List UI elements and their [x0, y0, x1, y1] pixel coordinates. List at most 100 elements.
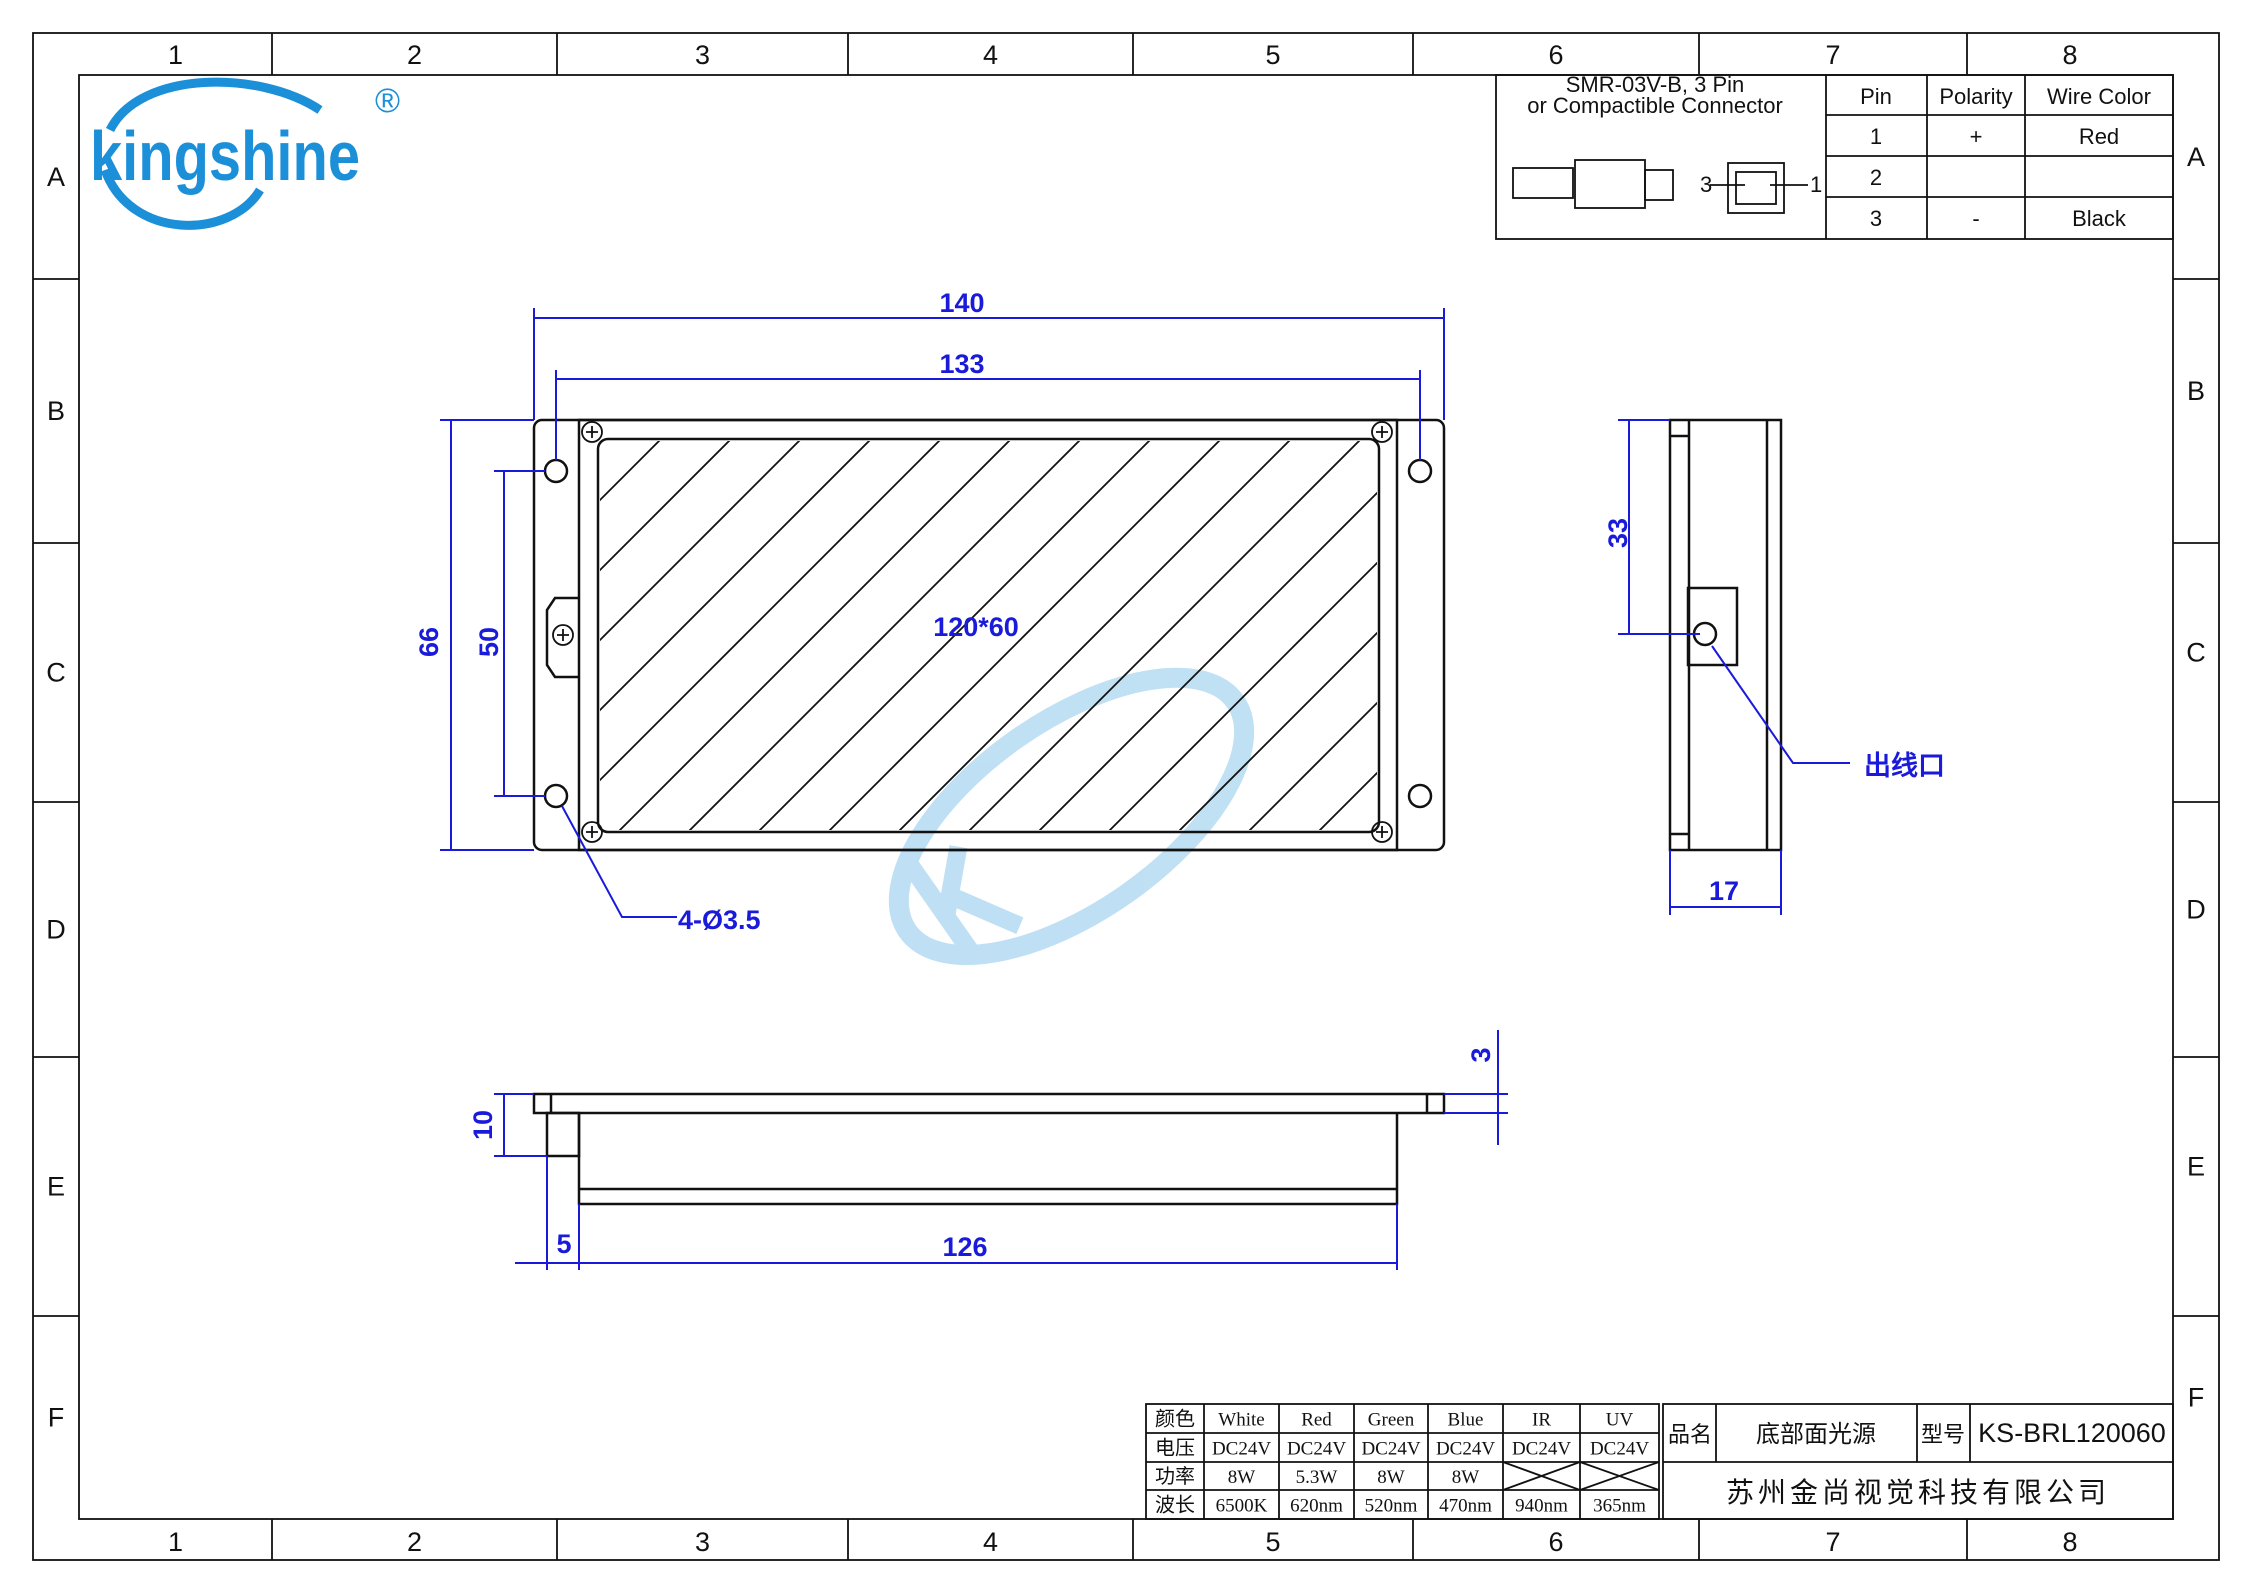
connector-cell: -	[1972, 206, 1979, 231]
mounting-hole	[543, 783, 569, 809]
spec-cell: 8W	[1377, 1467, 1405, 1488]
cable-outlet-label: 出线口	[1864, 751, 1945, 782]
model-number: KS-BRL120060	[1978, 1418, 2166, 1448]
dim-133: 133	[939, 349, 984, 379]
spec-cell: 620nm	[1290, 1496, 1343, 1517]
connector-name: SMR-03V-B, 3 Pin	[1566, 72, 1745, 97]
spec-cell: 470nm	[1439, 1496, 1492, 1517]
column-label: 4	[983, 40, 998, 70]
column-label: 7	[1825, 40, 1840, 70]
row-label: C	[2186, 638, 2206, 668]
screw-icon	[581, 821, 603, 843]
spec-row-label: 电压	[1155, 1436, 1195, 1460]
hatch-line	[600, 441, 872, 830]
column-label: 1	[168, 40, 183, 70]
spec-cell: White	[1218, 1410, 1264, 1431]
column-label: 3	[695, 1527, 710, 1557]
mounting-hole	[1407, 458, 1433, 484]
spec-cell: 520nm	[1365, 1496, 1418, 1517]
column-label: 1	[168, 1527, 183, 1557]
hatch-line	[897, 441, 1292, 830]
connector-cell: Black	[2072, 206, 2127, 231]
connector-side-icon	[1512, 159, 1674, 209]
side-view: 33 17 出线口	[1603, 418, 1945, 915]
column-label: 7	[1825, 1527, 1840, 1557]
hatch-line	[600, 441, 942, 830]
spec-cell: DC24V	[1512, 1439, 1571, 1460]
spec-row-label: 功率	[1155, 1464, 1195, 1488]
row-label: C	[46, 658, 66, 688]
screw-head	[581, 821, 603, 843]
front-view: 140 133 66 50 120*60 4-Ø3.5	[198, 288, 1781, 935]
screw-cross	[557, 629, 569, 641]
spec-cell: DC24V	[1361, 1439, 1420, 1460]
spec-cell: DC24V	[1590, 1439, 1649, 1460]
spec-cell: 365nm	[1593, 1496, 1646, 1517]
dim-140: 140	[939, 288, 984, 318]
connector-cell: 1	[1870, 124, 1882, 149]
spec-cell: IR	[1532, 1410, 1551, 1431]
connector-cell: 2	[1870, 165, 1882, 190]
dim-5: 5	[556, 1229, 571, 1259]
connector-cell: +	[1970, 124, 1983, 149]
dim-50: 50	[474, 627, 504, 657]
row-label: E	[47, 1172, 65, 1202]
hatch-line	[1037, 441, 1377, 830]
hatch-line	[1177, 441, 1377, 830]
emitting-area-label: 120*60	[933, 612, 1019, 642]
mounting-hole	[1407, 783, 1433, 809]
logo-text: kingshine	[90, 117, 360, 195]
connector-name-2: or Compactible Connector	[1527, 93, 1783, 118]
dim-126: 126	[942, 1232, 987, 1262]
hatch-line	[1247, 441, 1377, 830]
spec-cell: 5.3W	[1296, 1467, 1338, 1488]
dim-17: 17	[1709, 876, 1739, 906]
spec-cell: DC24V	[1212, 1439, 1271, 1460]
spec-cell: 8W	[1452, 1467, 1480, 1488]
spec-cell: 6500K	[1216, 1496, 1268, 1517]
column-label: 8	[2062, 40, 2077, 70]
screw-cross	[586, 426, 598, 438]
connector-cell: Red	[2079, 124, 2119, 149]
column-label: 8	[2062, 1527, 2077, 1557]
spec-cell: UV	[1606, 1410, 1634, 1431]
hatch-line	[198, 439, 591, 832]
column-label: 6	[1548, 40, 1563, 70]
name-label: 品名	[1668, 1423, 1712, 1448]
connector-table: SMR-03V-B, 3 Pin or Compactible Connecto…	[1495, 72, 2174, 240]
screw-head	[1371, 421, 1393, 443]
spec-cell: DC24V	[1287, 1439, 1346, 1460]
screw-cross	[1376, 426, 1388, 438]
hatch-line	[600, 441, 662, 830]
hatch-line	[1388, 439, 1781, 832]
mounting-hole	[543, 458, 569, 484]
kingshine-logo: kingshine ®	[90, 77, 400, 230]
row-label: B	[2187, 376, 2205, 406]
not-applicable-cross	[1502, 1461, 1581, 1491]
bottom-view: 10 3 5 126	[468, 1030, 1508, 1270]
hatch-line	[617, 441, 1012, 830]
screw-icon	[1371, 421, 1393, 443]
company-name: 苏州金尚视觉科技有限公司	[1726, 1476, 2110, 1509]
connector-header: Polarity	[1939, 84, 2012, 109]
spec-cell: Green	[1368, 1410, 1415, 1431]
spec-cell: Blue	[1448, 1410, 1484, 1431]
connector-front-icon: 3 1	[1700, 162, 1822, 214]
registered-mark: ®	[375, 82, 400, 120]
hatch-line	[827, 441, 1222, 830]
column-label: 2	[407, 40, 422, 70]
emitting-surface-hatch	[198, 439, 1781, 832]
row-label: A	[2187, 142, 2205, 172]
row-label: A	[47, 162, 65, 192]
not-applicable-cross	[1579, 1461, 1660, 1491]
hatch-line	[967, 441, 1362, 830]
connector-header: Wire Color	[2047, 84, 2151, 109]
screw-head	[581, 421, 603, 443]
row-label: D	[2186, 895, 2206, 925]
screw-head	[552, 624, 574, 646]
spec-cell: 940nm	[1515, 1496, 1568, 1517]
column-label: 4	[983, 1527, 998, 1557]
